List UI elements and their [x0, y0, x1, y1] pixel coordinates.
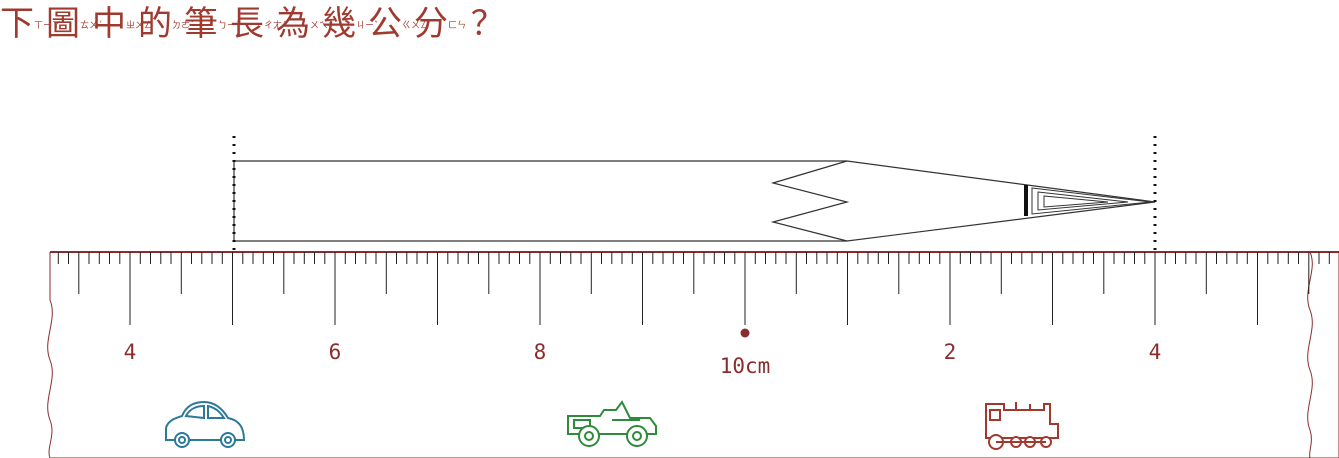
pencil-wood-edge — [770, 160, 850, 242]
question-char: 圖 — [46, 4, 80, 44]
ruler-left-edge — [47, 252, 53, 458]
question-bopomofo: ㄔㄤˊ — [264, 20, 287, 31]
question-bopomofo: ㄊㄨˊ — [80, 20, 103, 31]
ruler-labels: 4 6 8 10cm 2 4 — [124, 340, 1162, 378]
ruler-label: 2 — [944, 340, 957, 364]
ruler-body — [50, 251, 1339, 458]
car-icon — [165, 400, 246, 448]
question-char: 中 — [92, 4, 126, 44]
question-char: 下 — [0, 4, 34, 44]
ruler-label: 8 — [534, 340, 547, 364]
question-char: 幾 — [322, 4, 356, 44]
question-bopomofo: ㄉㄜ˙ — [172, 20, 195, 31]
ruler-label: 6 — [329, 340, 342, 364]
question-char: 長 — [230, 4, 264, 44]
question-mark: ？ — [460, 4, 505, 44]
question-char: 公 — [368, 4, 402, 44]
ruler-label: 4 — [124, 340, 137, 364]
pencil-lead — [1031, 187, 1151, 215]
question-bopomofo: ㄨㄟˊ — [310, 20, 333, 31]
jeep-icon — [567, 400, 657, 447]
question-char: 筆 — [184, 4, 218, 44]
question-char: 為 — [276, 4, 310, 44]
pencil-body — [233, 160, 1156, 242]
question-bopomofo: ㄈㄣ — [448, 20, 467, 31]
question-text: 下ㄒㄧㄚˋ圖ㄊㄨˊ中ㄓㄨㄥ的ㄉㄜ˙筆ㄅㄧˇ長ㄔㄤˊ為ㄨㄟˊ幾ㄐㄧˇ公ㄍㄨㄥ分ㄈㄣ… — [0, 2, 505, 46]
question-char: 的 — [138, 4, 172, 44]
ruler-label: 4 — [1149, 340, 1162, 364]
question-char: 分 — [414, 4, 448, 44]
ruler-ticks — [57, 252, 1330, 325]
ruler-label: 10cm — [720, 354, 771, 378]
train-icon — [985, 402, 1059, 450]
center-dot — [740, 328, 750, 338]
question-bopomofo: ㄅㄧˇ — [218, 20, 241, 31]
question-bopomofo: ㄐㄧˇ — [356, 20, 379, 31]
pencil — [233, 160, 1156, 242]
